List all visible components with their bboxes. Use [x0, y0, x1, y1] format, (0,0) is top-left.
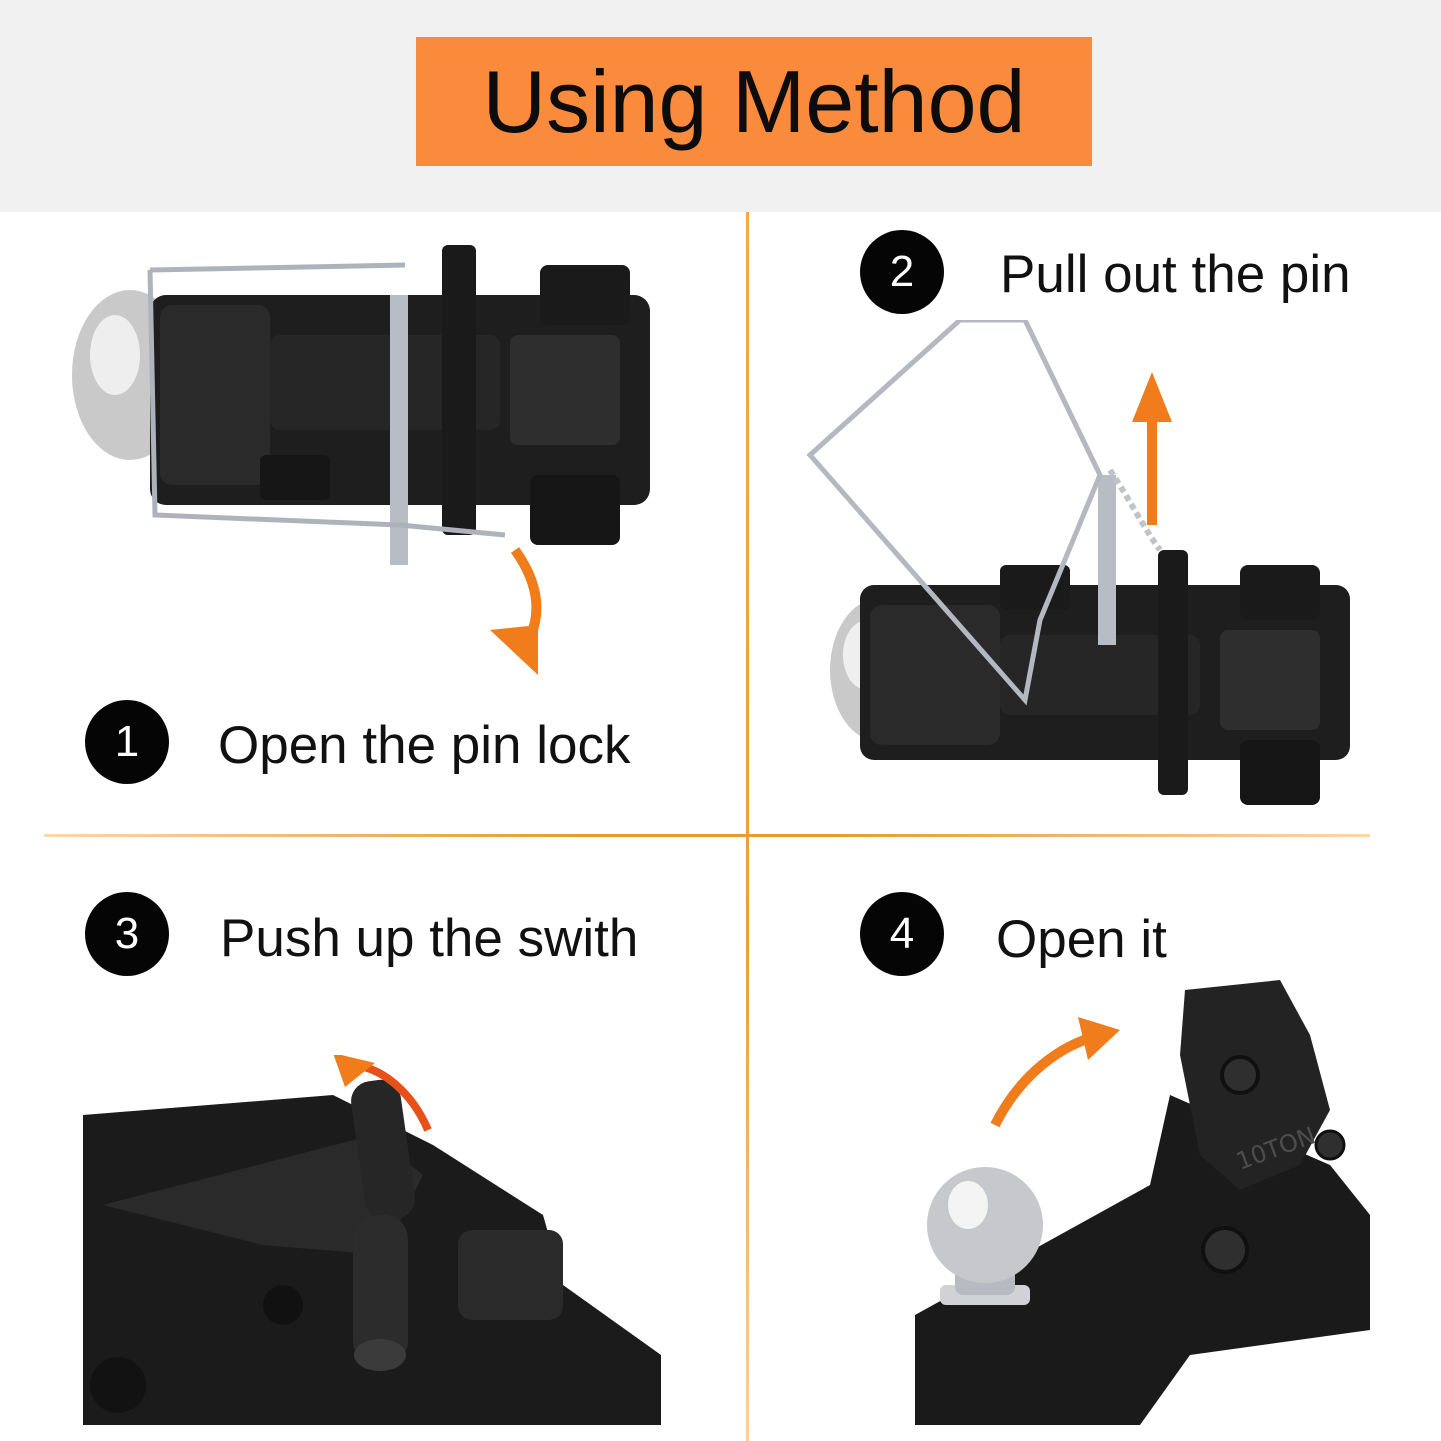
- step-2-photo: [800, 320, 1360, 810]
- step-4-photo: 10TON: [910, 975, 1380, 1425]
- horizontal-divider: [44, 834, 1370, 837]
- step-3-badge: 3: [85, 892, 169, 976]
- vertical-divider: [746, 212, 749, 1441]
- step-1-label: Open the pin lock: [218, 716, 631, 775]
- step-3-photo: [83, 1055, 661, 1425]
- step-2-label: Pull out the pin: [1000, 245, 1351, 304]
- step-4-badge: 4: [860, 892, 944, 976]
- step-2-badge: 2: [860, 230, 944, 314]
- header-band: Using Method: [0, 0, 1441, 212]
- step-1-badge: 1: [85, 700, 169, 784]
- title-banner: Using Method: [416, 37, 1092, 166]
- step-1-photo: [60, 225, 660, 695]
- step-3-label: Push up the swith: [220, 909, 639, 968]
- step-4-label: Open it: [996, 910, 1167, 969]
- page-title: Using Method: [482, 51, 1026, 151]
